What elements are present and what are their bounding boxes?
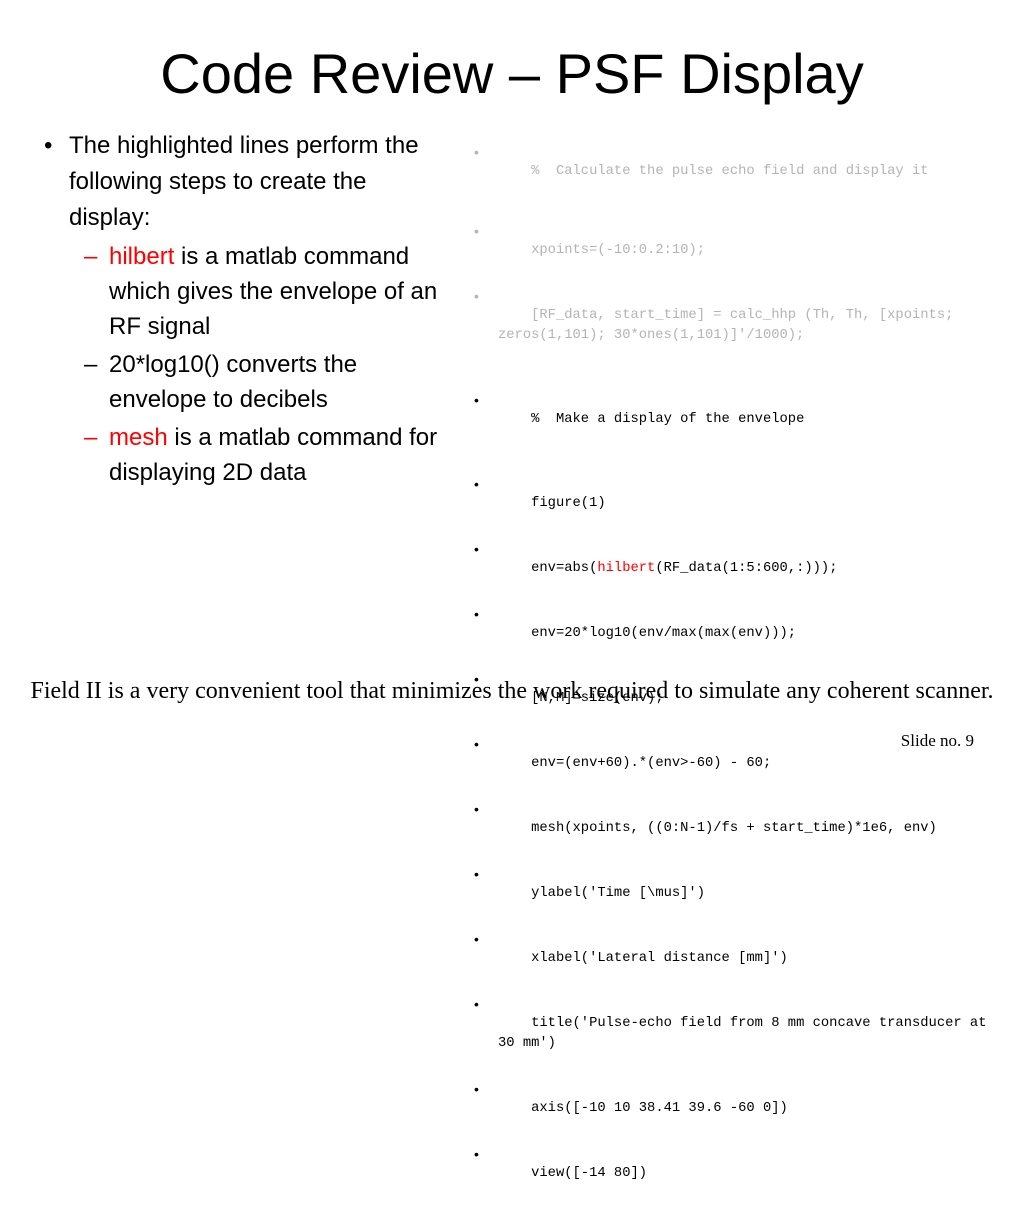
bullet-mark: • [474,606,479,622]
code-text: env=(env+60).*(env>-60) - 60; [531,756,772,771]
code-line: • xlabel('Lateral distance [mm]') [474,929,994,989]
code-text: title('Pulse-echo field from 8 mm concav… [498,1016,995,1051]
bullet-mark: • [474,223,479,239]
bullet-mark: • [474,671,479,687]
slide-number: Slide no. 9 [900,731,974,750]
sub-bullet-mesh: – mesh is a matlab command for displayin… [84,420,444,490]
sub-bullet-text: is a matlab command for displaying 2D da… [109,424,438,486]
code-line: • axis([-10 10 38.41 39.6 -60 0]) [474,1079,994,1139]
code-keyword-hilbert: hilbert [597,561,656,576]
bullet-mark: • [474,288,479,304]
sub-bullet-log10: – 20*log10() converts the envelope to de… [84,347,444,417]
code-line: • env=20*log10(env/max(max(env))); [474,604,994,664]
bullet-mark: • [474,931,479,947]
bullet-mark: • [474,1146,479,1162]
code-text: [N,M]=size(env); [531,691,664,706]
dash-mark: – [84,243,98,270]
code-text: env=20*log10(env/max(max(env))); [531,626,797,641]
code-line: • [RF_data, start_time] = calc_hhp (Th, T… [474,286,994,366]
code-text: ylabel('Time [\mus]') [531,886,705,901]
dash-mark: – [84,351,98,378]
code-line: • view([-14 80]) [474,1144,994,1204]
code-line: • figure(1) [474,474,994,534]
bullet-mark: • [474,996,479,1012]
keyword-mesh: mesh [109,424,168,451]
explanation-bullets: • The highlighted lines perform the foll… [44,128,444,490]
code-line-mesh: • mesh(xpoints, ((0:N-1)/fs + start_time)… [474,799,994,859]
sub-bullet-text: 20*log10() converts the envelope to deci… [109,351,358,413]
bullet-mark: • [44,132,53,159]
code-text: xpoints=(-10:0.2:10); [531,243,705,258]
bullet-mark: • [474,801,479,817]
code-line: • xpoints=(-10:0.2:10); [474,221,994,281]
code-line: • title('Pulse-echo field from 8 mm conca… [474,994,994,1074]
code-text: figure(1) [531,496,606,511]
bullet-intro-text: The highlighted lines perform the follow… [69,132,419,231]
bullet-mark: • [474,476,479,492]
code-text: [RF_data, start_time] = calc_hhp (Th, Th… [498,308,962,343]
code-text: axis([-10 10 38.41 39.6 -60 0]) [531,1101,788,1116]
code-text: env=abs( [531,561,598,576]
code-text: mesh(xpoints, ((0:N-1)/fs + start_time)*… [531,821,937,836]
code-line-comment: • % Make a display of the envelope [474,390,994,450]
bullet-mark: • [474,866,479,882]
code-line-comment: • % Calculate the pulse echo field and di… [474,142,994,202]
bullet-mark: • [474,144,479,160]
code-text: % Calculate the pulse echo field and dis… [531,164,929,179]
dash-mark: – [84,424,98,451]
footer-note: Field II is a very convenient tool that … [30,678,994,704]
code-line-hilbert: • env=abs(hilbert(RF_data(1:5:600,:))); [474,539,994,599]
code-line: • [N,M]=size(env); [474,669,994,729]
bullet-intro: • The highlighted lines perform the foll… [44,128,444,236]
keyword-hilbert: hilbert [109,243,175,270]
sub-bullet-text: is a matlab command which gives the enve… [109,243,438,340]
code-text: (RF_data(1:5:600,:))); [655,561,838,576]
code-text: view([-14 80]) [531,1166,648,1181]
bullet-mark: • [474,1081,479,1097]
bullet-mark: • [474,392,479,408]
code-line: • ylabel('Time [\mus]') [474,864,994,924]
bullet-mark: • [474,736,479,752]
code-text: % Make a display of the envelope [531,412,805,427]
bullet-mark: • [474,541,479,557]
sub-bullet-hilbert: – hilbert is a matlab command which give… [84,239,444,344]
slide-title: Code Review – PSF Display [160,42,864,105]
code-text: xlabel('Lateral distance [mm]') [531,951,788,966]
